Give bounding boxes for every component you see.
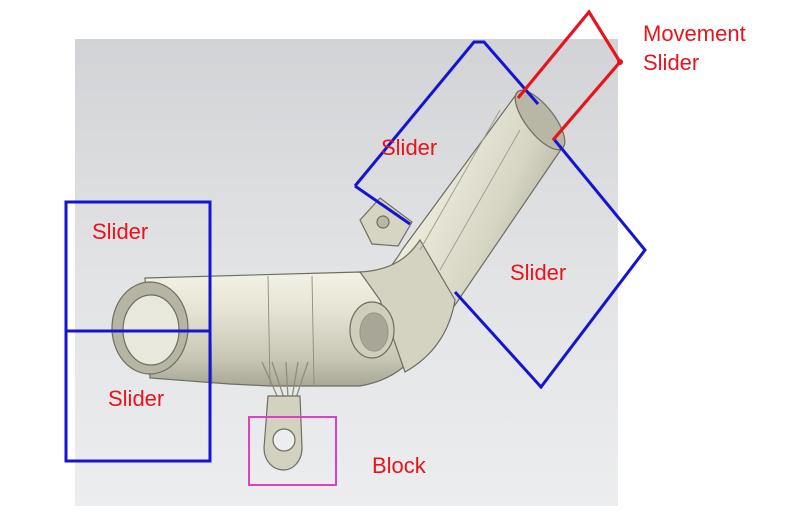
label-block: Block	[372, 453, 426, 478]
slider-box-right	[453, 137, 647, 390]
label-slider-upper-arm: Slider	[381, 135, 438, 160]
elbow	[358, 238, 456, 373]
movement-slider-pointer	[617, 59, 623, 65]
label-movement-line1: Movement	[643, 21, 746, 46]
lug-hole	[272, 428, 296, 452]
oval-recess-inner	[359, 312, 389, 352]
label-movement-slider: Movement Slider	[643, 19, 746, 77]
label-slider-left-bottom: Slider	[108, 386, 165, 411]
slider-box-upper-arm-side	[354, 184, 411, 226]
label-slider-right: Slider	[510, 260, 567, 285]
support-ribs	[261, 361, 309, 399]
slider-box-left-bottom	[64, 329, 212, 463]
label-slider-left-top: Slider	[92, 219, 149, 244]
arm-lines	[419, 109, 521, 271]
tab-hole	[376, 215, 390, 229]
movement-slider-box	[516, 9, 622, 142]
label-movement-line2: Slider	[643, 50, 700, 75]
block-box	[248, 416, 337, 486]
slider-box-upper-arm-top	[353, 40, 540, 187]
